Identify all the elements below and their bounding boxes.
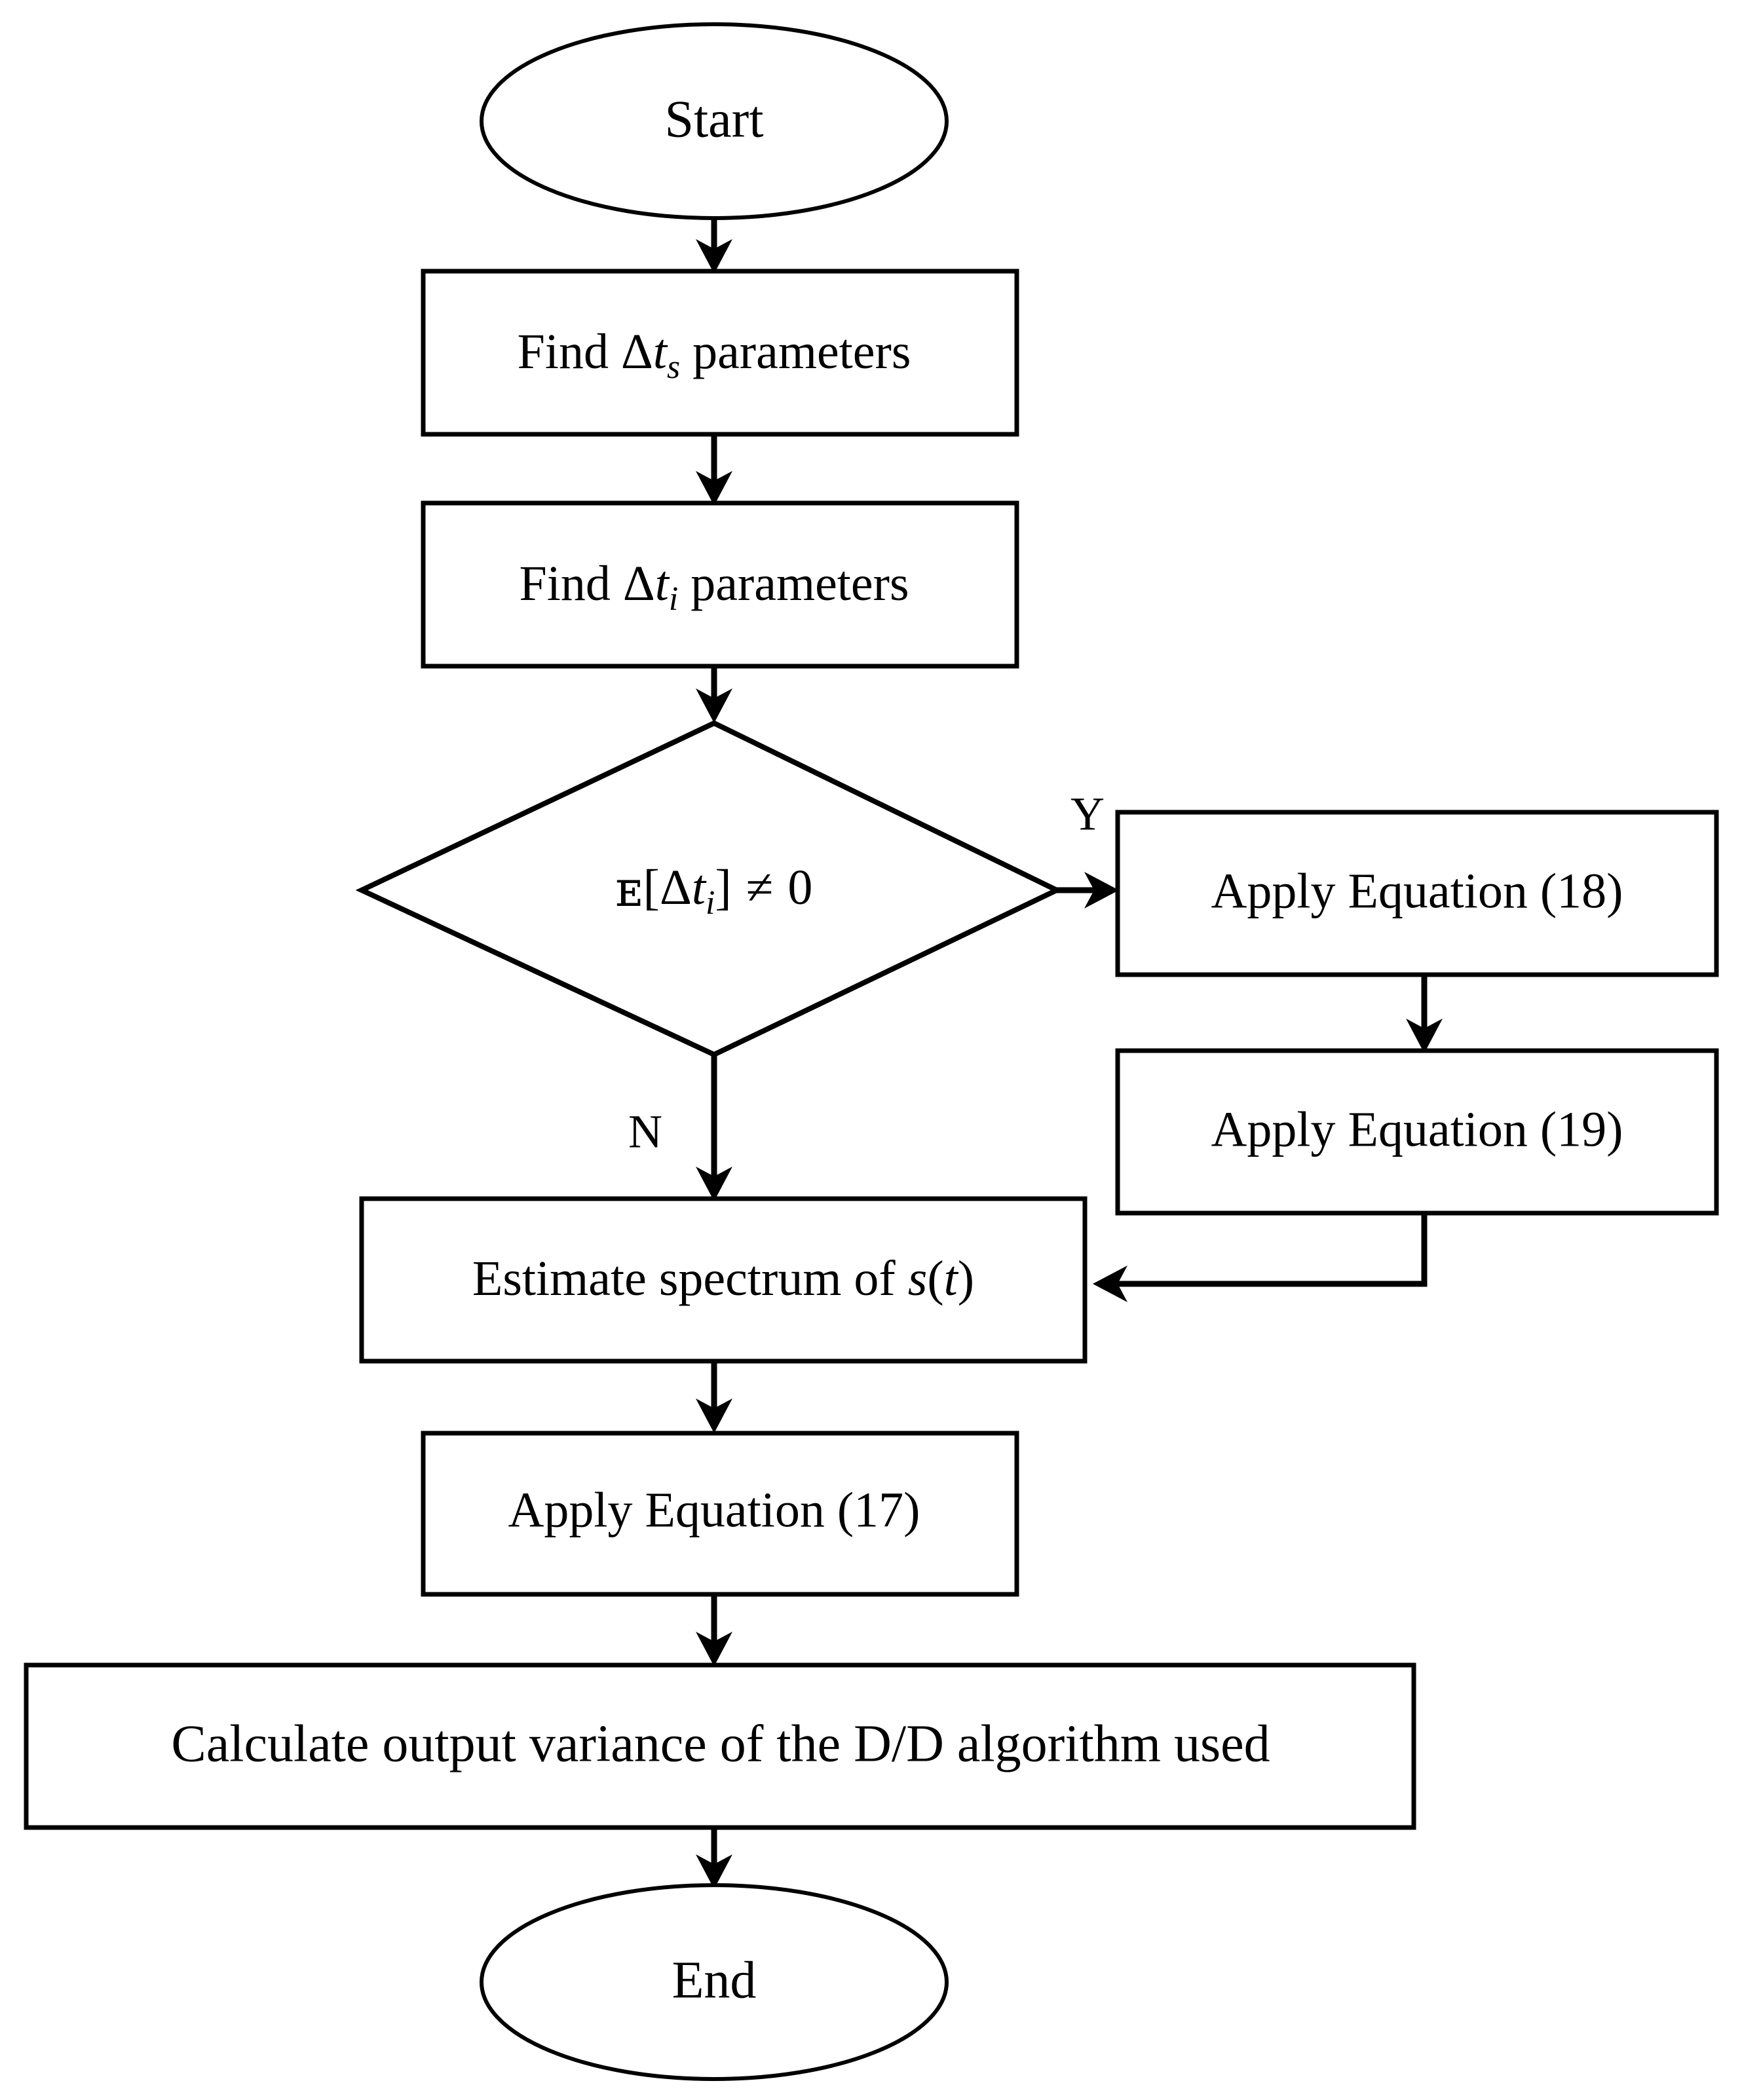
node-eq19[interactable]: Apply Equation (19) bbox=[1115, 1048, 1719, 1216]
t-symbol: t bbox=[655, 556, 670, 611]
bracket-open: [ bbox=[643, 860, 660, 915]
eq19-box bbox=[1115, 1048, 1719, 1216]
edge-decision-to-estimate-spectrum bbox=[696, 1055, 732, 1201]
eq17-box bbox=[421, 1431, 1019, 1597]
paren-open: ( bbox=[927, 1251, 943, 1306]
node-start[interactable]: Start bbox=[480, 22, 949, 220]
node-estimate-spectrum[interactable]: Estimate spectrum of s(t) bbox=[359, 1196, 1088, 1364]
find-ts-label-suffix: parameters bbox=[680, 324, 911, 379]
eq19-label: Apply Equation (19) bbox=[1211, 1102, 1623, 1157]
node-decision[interactable]: ᴇ[Δti] ≠0 bbox=[355, 720, 1063, 1058]
find-ti-label-prefix: Find bbox=[519, 556, 622, 611]
edge-find-ts-to-find-ti bbox=[696, 434, 732, 506]
find-ts-box bbox=[421, 269, 1019, 437]
calculate-variance-box bbox=[24, 1662, 1416, 1830]
bracket-close: ] bbox=[715, 860, 731, 915]
end-label: End bbox=[672, 1951, 757, 2009]
t-subscript: i bbox=[669, 580, 678, 618]
eq18-box bbox=[1115, 810, 1719, 977]
edge-decision-to-eq18 bbox=[1057, 872, 1119, 909]
edge-eq19-to-estimate-spectrum bbox=[1093, 1213, 1428, 1302]
time-symbol: t bbox=[944, 1251, 959, 1306]
find-ti-label-suffix: parameters bbox=[678, 556, 909, 611]
edge-eq17-to-calculate-variance bbox=[696, 1594, 732, 1666]
node-calculate-variance[interactable]: Calculate output variance of the D/D alg… bbox=[24, 1662, 1416, 1830]
edge-calculate-variance-to-end bbox=[696, 1828, 732, 1889]
delta-symbol: Δ bbox=[621, 324, 653, 379]
node-end[interactable]: End bbox=[480, 1883, 949, 2081]
decision-diamond bbox=[355, 720, 1063, 1058]
delta-symbol: Δ bbox=[623, 556, 655, 611]
start-label: Start bbox=[664, 90, 763, 148]
relation-symbol: ≠ bbox=[746, 860, 774, 915]
edge-find-ti-to-decision bbox=[696, 666, 732, 723]
eq18-label: Apply Equation (18) bbox=[1211, 863, 1623, 918]
expectation-symbol: ᴇ bbox=[616, 859, 643, 918]
start-ellipse bbox=[480, 22, 949, 220]
t-symbol: t bbox=[692, 860, 707, 915]
paren-close: ) bbox=[958, 1251, 974, 1306]
edge-start-to-find-ts bbox=[696, 216, 732, 274]
t-symbol: t bbox=[653, 324, 668, 379]
eq17-label: Apply Equation (17) bbox=[508, 1482, 920, 1537]
end-ellipse bbox=[480, 1883, 949, 2081]
decision-value: 0 bbox=[787, 860, 812, 915]
estimate-spectrum-prefix: Estimate spectrum of bbox=[472, 1251, 908, 1306]
estimate-spectrum-label: Estimate spectrum of s(t) bbox=[472, 1251, 974, 1306]
edge-estimate-spectrum-to-eq17 bbox=[696, 1361, 732, 1433]
find-ti-box bbox=[421, 500, 1019, 669]
decision-label: ᴇ[Δti] ≠0 bbox=[616, 859, 813, 922]
find-ts-label-prefix: Find bbox=[518, 324, 621, 379]
edge-label-yes: Y bbox=[1070, 788, 1105, 840]
t-subscript: i bbox=[706, 884, 715, 922]
find-ts-label: Find Δts parameters bbox=[518, 324, 911, 385]
calculate-variance-label: Calculate output variance of the D/D alg… bbox=[171, 1715, 1270, 1772]
node-find-ts[interactable]: Find Δts parameters bbox=[421, 269, 1019, 437]
estimate-spectrum-box bbox=[359, 1196, 1088, 1364]
node-eq17[interactable]: Apply Equation (17) bbox=[421, 1431, 1019, 1597]
edge-eq18-to-eq19 bbox=[1406, 975, 1443, 1053]
find-ti-label: Find Δti parameters bbox=[519, 556, 909, 617]
t-subscript: s bbox=[667, 348, 680, 386]
node-eq18[interactable]: Apply Equation (18) bbox=[1115, 810, 1719, 977]
edge-label-no: N bbox=[628, 1106, 662, 1158]
delta-symbol: Δ bbox=[660, 860, 692, 915]
node-find-ti[interactable]: Find Δti parameters bbox=[421, 500, 1019, 669]
signal-symbol: s bbox=[908, 1251, 928, 1306]
